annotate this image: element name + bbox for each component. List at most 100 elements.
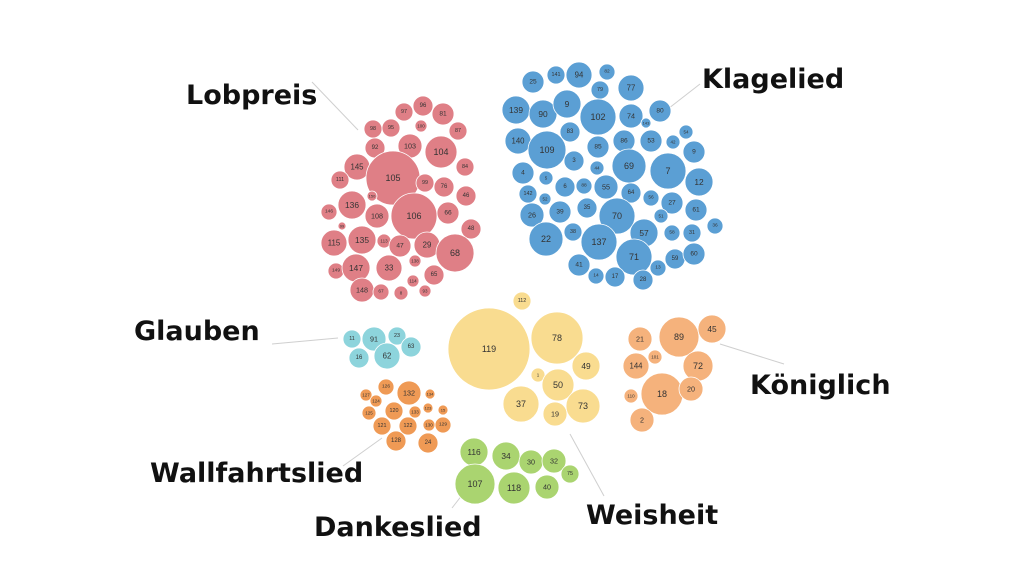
bubble-circle bbox=[554, 176, 576, 198]
bubble-value-label: 6 bbox=[563, 184, 567, 190]
bubble-circle bbox=[369, 394, 383, 408]
bubble-circle bbox=[372, 283, 390, 301]
bubble-klagelied: 25 bbox=[521, 70, 545, 94]
bubble-klagelied: 28 bbox=[632, 269, 654, 291]
bubble-value-label: 67 bbox=[378, 289, 384, 295]
bubble-circle bbox=[649, 152, 687, 190]
bubble-circle bbox=[375, 254, 403, 282]
lobpreis-leader bbox=[311, 81, 359, 131]
bubble-circle bbox=[697, 314, 727, 344]
bubble-lobpreis: 98 bbox=[363, 119, 383, 139]
bubble-value-label: 11 bbox=[349, 336, 355, 342]
bubble-value-label: 124 bbox=[372, 399, 380, 404]
bubble-circle bbox=[663, 224, 681, 242]
bubble-circle bbox=[546, 65, 566, 85]
bubble-klagelied: 80 bbox=[648, 99, 672, 123]
bubble-value-label: 46 bbox=[463, 193, 470, 199]
bubble-lobpreis: 106 bbox=[390, 192, 438, 240]
bubble-value-label: 122 bbox=[404, 423, 413, 429]
bubble-koeniglich: 45 bbox=[697, 314, 727, 344]
bubble-klagelied: 7 bbox=[649, 152, 687, 190]
bubble-circle bbox=[381, 118, 401, 138]
bubble-value-label: 92 bbox=[372, 145, 379, 151]
bubble-circle bbox=[658, 316, 700, 358]
bubble-value-label: 27 bbox=[668, 200, 676, 207]
bubble-klagelied: 26 bbox=[519, 202, 545, 228]
bubble-circle bbox=[542, 401, 568, 427]
bubble-lobpreis: 108 bbox=[364, 203, 390, 229]
bubble-klagelied: 22 bbox=[528, 221, 564, 257]
bubble-value-label: 38 bbox=[570, 229, 576, 235]
bubble-lobpreis: 135 bbox=[347, 225, 377, 255]
bubble-wallfahrtslied: 134 bbox=[424, 388, 436, 400]
bubble-circle bbox=[682, 140, 706, 164]
bubble-value-label: 56 bbox=[648, 195, 654, 201]
bubble-koeniglich: 2 bbox=[629, 407, 655, 433]
bubble-klagelied: 56 bbox=[642, 189, 660, 207]
bubble-lobpreis: 99 bbox=[415, 173, 435, 193]
bubble-klagelied: 39 bbox=[548, 200, 572, 224]
bubble-lobpreis: 136 bbox=[337, 190, 367, 220]
bubble-lobpreis: 96 bbox=[412, 95, 434, 117]
koeniglich-leader bbox=[719, 343, 785, 365]
bubble-lobpreis: 147 bbox=[341, 253, 371, 283]
bubble-circle bbox=[580, 223, 618, 261]
weisheit-leader bbox=[569, 433, 605, 497]
bubble-circle bbox=[527, 130, 567, 170]
bubble-value-label: 95 bbox=[388, 125, 394, 131]
bubble-circle bbox=[414, 119, 428, 133]
bubble-value-label: 76 bbox=[441, 184, 448, 190]
bubble-lobpreis: 67 bbox=[372, 283, 390, 301]
bubble-circle bbox=[548, 200, 572, 224]
bubble-circle bbox=[678, 376, 704, 402]
bubble-glauben: 62 bbox=[373, 342, 401, 370]
bubble-value-label: 133 bbox=[411, 410, 419, 415]
bubble-klagelied: 58 bbox=[663, 224, 681, 242]
bubble-value-label: 51 bbox=[658, 214, 664, 219]
bubble-klagelied: 83 bbox=[559, 121, 581, 143]
bubble-weisheit: 50 bbox=[541, 368, 575, 402]
bubble-klagelied: 88 bbox=[575, 177, 593, 195]
bubble-value-label: 34 bbox=[501, 451, 511, 461]
bubble-lobpreis: 68 bbox=[435, 233, 475, 273]
leader-lines bbox=[271, 81, 785, 509]
group-label-klagelied: Klagelied bbox=[702, 64, 844, 95]
bubble-klagelied: 64 bbox=[620, 182, 642, 204]
bubble-circle bbox=[629, 407, 655, 433]
bubble-wallfahrtslied: 128 bbox=[385, 430, 407, 452]
bubble-koeniglich: 110 bbox=[623, 388, 639, 404]
bubble-circle bbox=[347, 225, 377, 255]
group-label-wallfahrtslied: Wallfahrtslied bbox=[150, 458, 363, 489]
bubble-wallfahrtslied: 133 bbox=[408, 405, 422, 419]
bubble-circle bbox=[642, 189, 660, 207]
bubble-value-label: 85 bbox=[594, 144, 602, 151]
bubble-klagelied: 69 bbox=[611, 148, 647, 184]
bubble-value-label: 100 bbox=[417, 124, 425, 129]
bubble-value-label: 2 bbox=[640, 416, 644, 425]
bubble-circle bbox=[660, 191, 684, 215]
bubble-dankeslied: 32 bbox=[541, 448, 567, 474]
bubble-lobpreis: 76 bbox=[433, 176, 455, 198]
bubble-lobpreis: 97 bbox=[394, 102, 414, 122]
bubble-value-label: 44 bbox=[594, 166, 600, 171]
bubble-value-label: 45 bbox=[707, 324, 717, 334]
bubble-value-label: 33 bbox=[385, 264, 394, 273]
bubble-value-label: 148 bbox=[356, 286, 368, 295]
bubble-klagelied: 79 bbox=[590, 80, 610, 100]
bubble-value-label: 126 bbox=[382, 384, 390, 390]
bubble-value-label: 88 bbox=[581, 183, 587, 189]
bubble-value-label: 115 bbox=[328, 239, 341, 248]
bubble-value-label: 146 bbox=[325, 209, 333, 215]
bubble-lobpreis: 65 bbox=[423, 264, 445, 286]
bubble-value-label: 103 bbox=[404, 142, 416, 151]
bubble-circle bbox=[387, 326, 407, 346]
bubble-dankeslied: 30 bbox=[518, 449, 544, 475]
bubble-value-label: 121 bbox=[378, 423, 387, 429]
bubble-klagelied: 44 bbox=[589, 160, 605, 176]
bubble-klagelied: 102 bbox=[579, 98, 617, 136]
bubble-lobpreis: 93 bbox=[418, 284, 432, 298]
bubble-value-label: 125 bbox=[365, 411, 373, 416]
bubble-value-label: 9 bbox=[692, 149, 696, 156]
